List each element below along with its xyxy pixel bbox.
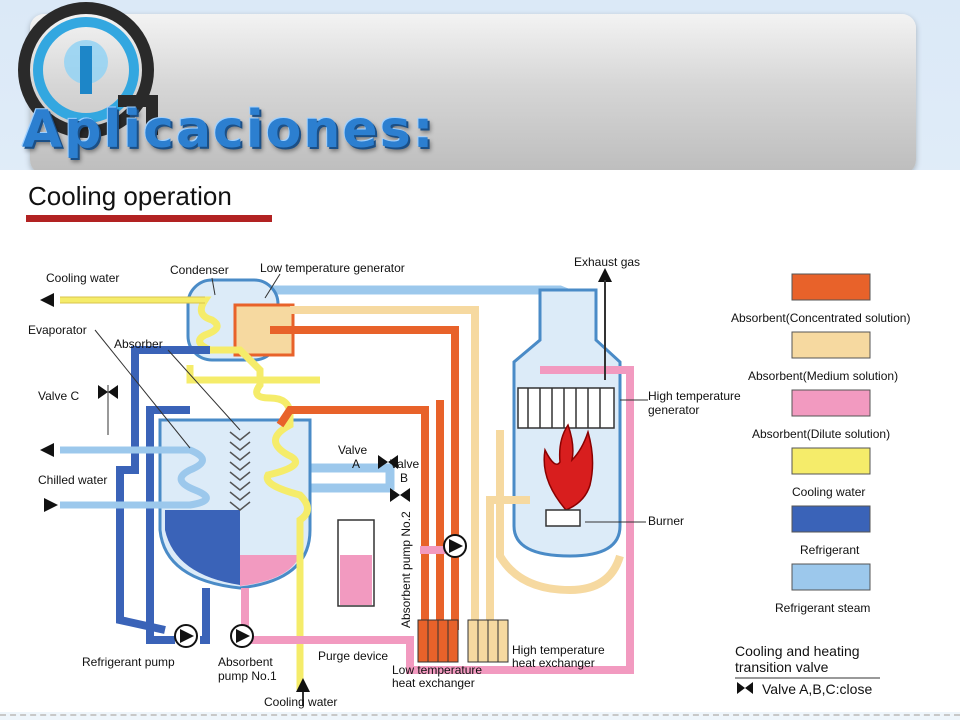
- medium-solution-pipes: [290, 306, 624, 630]
- label-purge-device: Purge device: [318, 649, 388, 663]
- legend-swatch-medium: [791, 331, 871, 359]
- label-low-temp-hx-1: Low temperature: [392, 663, 482, 677]
- label-valve-b-2: B: [400, 471, 408, 485]
- legend-label-medium: Absorbent(Medium solution): [748, 369, 898, 383]
- absorber-chevrons: [229, 431, 251, 511]
- absorption-chiller-diagram: Cooling operation: [26, 181, 910, 709]
- flow-arrows: [40, 268, 612, 692]
- header-panel: [30, 14, 916, 174]
- cooling-water-outline: [60, 296, 205, 304]
- legend-label-concentrated: Absorbent(Concentrated solution): [731, 311, 910, 325]
- label-condenser: Condenser: [170, 263, 229, 277]
- label-high-temp-hx-2: heat exchanger: [512, 656, 595, 670]
- transition-valve-note: Valve A,B,C:close: [762, 681, 872, 697]
- absorbent-pump-1-icon: [230, 624, 254, 648]
- legend: Absorbent(Concentrated solution) Absorbe…: [731, 273, 910, 697]
- flame-icon: [543, 423, 594, 511]
- bottom-rule: [0, 714, 960, 718]
- high-temp-heat-exchanger: [467, 619, 509, 663]
- label-evaporator: Evaporator: [28, 323, 87, 337]
- label-absorbent-pump-2: Absorbent pump No.2: [399, 511, 413, 628]
- label-high-temp-generator-1: High temperature: [648, 389, 741, 403]
- label-absorbent-pump-1-2: pump No.1: [218, 669, 277, 683]
- absorbent-pump-2-icon: [443, 534, 467, 558]
- refrigerant-pipes: [116, 346, 210, 644]
- valve-b-icon: [390, 488, 410, 502]
- legend-label-dilute: Absorbent(Dilute solution): [752, 427, 890, 441]
- legend-label-refrigerant-steam: Refrigerant steam: [775, 601, 870, 615]
- heading-underline: [26, 215, 272, 222]
- label-high-temp-generator-2: generator: [648, 403, 699, 417]
- slide-title: Aplicaciones:: [22, 100, 436, 160]
- label-burner: Burner: [648, 514, 684, 528]
- label-valve-b-1: Valve: [390, 457, 419, 471]
- legend-swatch-refrigerant: [791, 505, 871, 533]
- institution-logo-icon: [18, 2, 158, 138]
- purge-device: [337, 519, 375, 607]
- diagram-labels: Cooling water Condenser Low temperature …: [28, 255, 741, 709]
- chilled-water-coil: [60, 446, 210, 509]
- concentrated-solution-pipes: [270, 326, 459, 630]
- label-high-temp-hx-1: High temperature: [512, 643, 605, 657]
- valve-a-icon: [378, 455, 398, 469]
- label-low-temp-hx-2: heat exchanger: [392, 676, 475, 690]
- legend-swatch-concentrated: [791, 273, 871, 301]
- transition-valve-title-2: transition valve: [735, 659, 829, 675]
- label-low-temp-generator: Low temperature generator: [260, 261, 405, 275]
- leader-lines: [94, 273, 648, 523]
- diagram-heading: Cooling operation: [28, 181, 232, 211]
- burner-nozzle: [545, 509, 581, 527]
- label-chilled-water: Chilled water: [38, 473, 107, 487]
- generator-tubes: [527, 388, 601, 428]
- legend-swatch-cooling-water: [791, 447, 871, 475]
- valve-c-icon: [98, 385, 118, 399]
- valve-icon: [737, 682, 753, 694]
- transition-valve-title-1: Cooling and heating: [735, 643, 860, 659]
- absorber-sump: [230, 555, 300, 586]
- label-cooling-water-bottom: Cooling water: [264, 695, 337, 709]
- low-temp-heat-exchanger: [417, 619, 459, 663]
- cooling-water-pipes: [60, 296, 320, 690]
- label-exhaust-gas: Exhaust gas: [574, 255, 640, 269]
- legend-swatch-refrigerant-steam: [791, 563, 871, 591]
- legend-label-cooling-water: Cooling water: [792, 485, 865, 499]
- label-valve-a-1: Valve: [338, 443, 367, 457]
- label-cooling-water-top: Cooling water: [46, 271, 119, 285]
- label-absorber: Absorber: [114, 337, 163, 351]
- label-valve-c: Valve C: [38, 389, 79, 403]
- legend-label-refrigerant: Refrigerant: [800, 543, 860, 557]
- label-valve-a-2: A: [352, 457, 360, 471]
- evaporator-sump: [165, 510, 240, 585]
- diagram-area: Cooling operation: [0, 170, 960, 712]
- label-absorbent-pump-1-1: Absorbent: [218, 655, 273, 669]
- refrigerant-pump-icon: [174, 624, 198, 648]
- label-refrigerant-pump: Refrigerant pump: [82, 655, 175, 669]
- legend-swatch-dilute: [791, 389, 871, 417]
